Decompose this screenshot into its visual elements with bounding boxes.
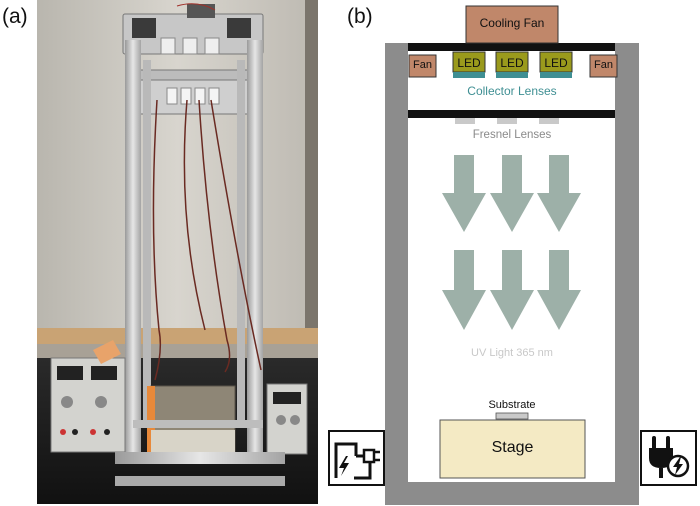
rail-left-front bbox=[125, 40, 141, 460]
door-frame bbox=[305, 0, 318, 360]
panel-label-b: (b) bbox=[347, 5, 373, 28]
fan-left-label: Fan bbox=[413, 59, 432, 71]
apparatus-photo bbox=[37, 0, 318, 504]
collector-lenses-label: Collector Lenses bbox=[467, 84, 557, 98]
led-3-label: LED bbox=[544, 56, 568, 70]
chamber-wall-left bbox=[385, 43, 408, 505]
wall bbox=[37, 0, 318, 340]
uv-arrows-row-1 bbox=[442, 155, 581, 232]
fresnel-lens-3 bbox=[539, 118, 559, 124]
led-2-label: LED bbox=[500, 56, 524, 70]
uv-arrow bbox=[442, 250, 486, 330]
stage-label: Stage bbox=[491, 439, 534, 456]
fan-left bbox=[408, 54, 437, 78]
top-fan-left bbox=[132, 18, 156, 38]
substrate-label: Substrate bbox=[488, 399, 536, 411]
uv-arrows-row-2 bbox=[442, 250, 581, 330]
apparatus-photo-illustration bbox=[37, 0, 318, 504]
cooling-fan bbox=[465, 5, 559, 44]
fresnel-lens-2 bbox=[497, 118, 517, 124]
chamber-floor bbox=[385, 482, 639, 505]
rail-left-back bbox=[143, 60, 151, 420]
top-fan-right bbox=[227, 18, 251, 38]
uv-arrow bbox=[442, 155, 486, 232]
fresnel-lens-1 bbox=[455, 118, 475, 124]
fan-right bbox=[589, 54, 618, 78]
power-plug-bolt-icon bbox=[328, 430, 385, 486]
substrate bbox=[495, 412, 529, 420]
base-frame-front bbox=[115, 452, 285, 464]
wire-4 bbox=[210, 99, 262, 371]
fan-right-label: Fan bbox=[594, 59, 613, 71]
wire-1 bbox=[152, 99, 162, 381]
rail-right-front bbox=[247, 40, 263, 460]
fresnel-lenses-label: Fresnel Lenses bbox=[472, 129, 552, 141]
uv-arrow bbox=[490, 250, 534, 330]
sticky-note bbox=[93, 340, 121, 364]
uv-arrow bbox=[537, 155, 581, 232]
chamber-wall-right bbox=[615, 43, 639, 505]
collector-lens-bar bbox=[408, 110, 615, 118]
stage bbox=[439, 419, 586, 479]
panel-label-a: (a) bbox=[2, 5, 28, 28]
top-bar bbox=[408, 43, 615, 51]
wire-3 bbox=[198, 99, 231, 373]
cooling-fan-label: Cooling Fan bbox=[479, 16, 545, 30]
led-1-label: LED bbox=[457, 56, 481, 70]
plug-lightning-icon bbox=[640, 430, 697, 486]
wire-2 bbox=[183, 99, 206, 331]
cooling-fan-block bbox=[187, 4, 215, 18]
uv-arrow bbox=[537, 250, 581, 330]
uv-arrow bbox=[490, 155, 534, 232]
rail-right-back bbox=[237, 60, 245, 420]
uv-light-label: UV Light 365 nm bbox=[471, 347, 553, 359]
